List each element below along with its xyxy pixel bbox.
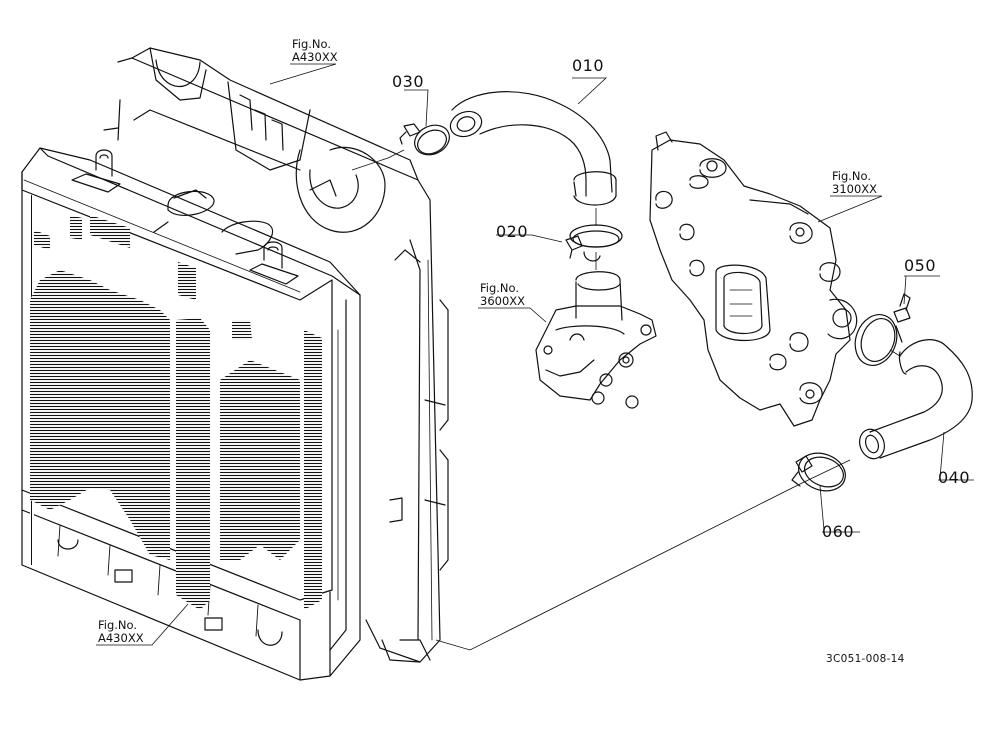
fig-ref-top-radiator[interactable]: Fig.No. A430XX xyxy=(292,38,338,64)
lower-hose xyxy=(859,339,973,460)
fan-shroud xyxy=(103,47,449,663)
clamp-060 xyxy=(791,452,846,492)
part-label-030[interactable]: 030 xyxy=(392,72,425,91)
water-pump xyxy=(649,131,858,427)
fig-ref-thermostat[interactable]: Fig.No. 3600XX xyxy=(480,282,525,308)
part-label-060[interactable]: 060 xyxy=(822,522,855,541)
drawing-code: 3C051-008-14 xyxy=(826,653,905,665)
radiator-core-fins xyxy=(30,215,322,610)
leader-lines xyxy=(96,63,974,651)
fig-ref-line1: Fig.No. xyxy=(98,618,138,632)
fig-ref-line2: A430XX xyxy=(98,631,144,645)
thermostat-housing xyxy=(535,271,657,409)
part-label-010[interactable]: 010 xyxy=(572,56,605,75)
upper-hose xyxy=(449,91,617,206)
fig-ref-line1: Fig.No. xyxy=(480,281,520,295)
part-label-020[interactable]: 020 xyxy=(496,222,529,241)
fig-ref-water-pump[interactable]: Fig.No. 3100XX xyxy=(832,170,877,196)
clamp-050 xyxy=(854,293,911,366)
fig-ref-line2: A430XX xyxy=(292,50,338,64)
part-label-040[interactable]: 040 xyxy=(938,468,971,487)
fig-ref-line2: 3100XX xyxy=(832,182,878,196)
fig-ref-line1: Fig.No. xyxy=(832,169,872,183)
fig-ref-line2: 3600XX xyxy=(480,294,526,308)
clamp-020 xyxy=(565,224,623,262)
part-label-050[interactable]: 050 xyxy=(904,256,937,275)
clamp-030 xyxy=(399,123,450,156)
fig-ref-line1: Fig.No. xyxy=(292,37,332,51)
fig-ref-bottom-radiator[interactable]: Fig.No. A430XX xyxy=(98,619,144,645)
